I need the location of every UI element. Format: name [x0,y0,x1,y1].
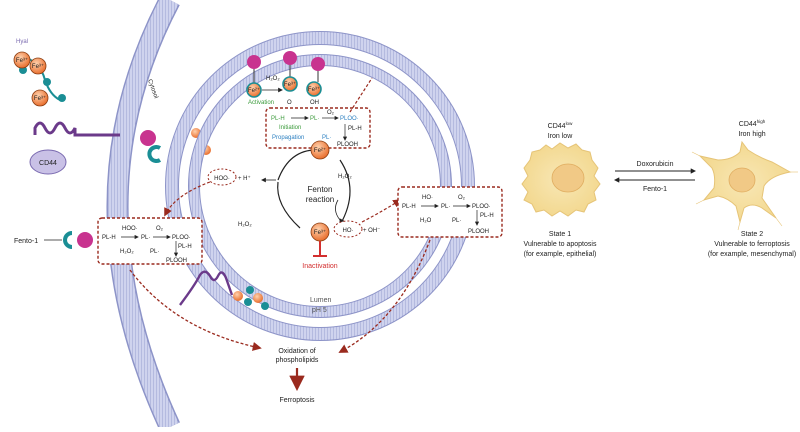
fento1-label: Fento-1 [14,238,38,245]
svg-text:Fe²⁺: Fe²⁺ [314,147,326,154]
state2-iron: Iron high [738,131,765,138]
inactivation-blocker-icon [313,241,327,257]
state1-desc1: Vulnerable to apoptosis [524,241,597,248]
ph-label: pH 5 [312,307,327,314]
hyal-label: Hyal [16,39,28,45]
cd44-receptor-icon [29,121,120,175]
state2-desc2: (for example, mesenchymal) [708,251,796,258]
svg-text:H₂O: H₂O [420,218,432,224]
svg-text:Fe³⁺: Fe³⁺ [308,86,320,93]
svg-text:H₂O₂: H₂O₂ [338,174,352,180]
ho-arrow [361,199,402,223]
svg-text:Fe²⁺: Fe²⁺ [248,87,260,94]
svg-text:PL-H: PL-H [402,204,416,210]
fenton-cycle [277,140,351,242]
svg-text:HO·: HO· [422,195,433,201]
state1-title: State 1 [549,231,571,238]
svg-text:PL·: PL· [310,116,319,122]
svg-text:HOO·: HOO· [122,226,138,232]
svg-text:phospholipids: phospholipids [276,357,319,364]
cd44-label: CD44 [39,160,57,167]
iron-ion-icon [306,81,322,97]
state1-iron: Iron low [548,133,573,140]
iron-ion-icon [13,51,31,69]
svg-text:PLOO·: PLOO· [472,204,491,210]
plasma-membrane [106,0,180,432]
svg-text:PL-H: PL-H [271,116,285,122]
oxidation-arrow-right [338,239,431,353]
svg-text:PL-H: PL-H [480,213,494,219]
svg-text:PLOO·: PLOO· [340,116,359,122]
svg-text:H₂O₂: H₂O₂ [266,76,280,82]
oxidation-label: Oxidation of [278,348,315,355]
ferroptosis-label: Ferroptosis [279,397,315,404]
state2-marker: CD44high [739,119,766,128]
svg-text:Fe³⁺: Fe³⁺ [34,95,46,102]
lumen-label: Lumen [310,297,332,304]
fento1-reverse-label: Fento-1 [643,186,667,193]
svg-text:PL-H: PL-H [102,235,116,241]
svg-text:reaction: reaction [306,195,334,204]
svg-text:Fe³⁺: Fe³⁺ [314,229,326,236]
propagation-label: Propagation [272,135,304,141]
iron-ion-icon [31,89,49,107]
hoo-arrow [164,181,211,217]
fenton-label: Fenton [308,185,333,194]
svg-text:PLOOH: PLOOH [337,142,358,148]
svg-text:PL·: PL· [141,235,150,241]
ho-radical-bubble [333,220,363,238]
lysosome-membrane [165,31,475,341]
svg-text:PLOOH: PLOOH [166,258,187,264]
iron-ion-icon [246,82,262,98]
svg-text:HO·: HO· [343,228,354,234]
state2-title: State 2 [741,231,763,238]
iron-ion-icon [233,291,243,301]
svg-text:PLOO·: PLOO· [172,235,191,241]
initiation-label: Initiation [279,125,301,131]
hyal-iron-cluster: Fe³⁺ Fe³⁺ Fe³⁺ [13,51,66,107]
svg-text:PL-H: PL-H [348,126,362,132]
svg-text:+ H⁺: + H⁺ [238,175,251,182]
cytosol-label: Cytosol [146,79,158,100]
svg-text:H₂O₂: H₂O₂ [238,222,252,228]
svg-text:Fe³⁺: Fe³⁺ [284,81,296,88]
iron-ion-icon [29,57,47,75]
activation-iron-cluster: Fe²⁺ Fe³⁺ Fe³⁺ [246,51,325,98]
activation-label: Activation [248,100,274,106]
svg-text:O₂: O₂ [327,110,335,116]
membrane-link-arrow [349,77,373,113]
svg-text:PL·: PL· [322,135,331,141]
svg-text:PL·: PL· [452,218,461,224]
fento1-membrane-icon [44,231,93,249]
iron-ion-icon [310,140,330,160]
epithelial-cell-icon [521,142,601,217]
doxorubicin-label: Doxorubicin [637,161,674,168]
state1-marker: CD44low [548,121,573,130]
svg-text:Fe³⁺: Fe³⁺ [32,63,44,70]
svg-text:O₂: O₂ [458,195,466,201]
hoo-radical-bubble [207,168,237,186]
state2-desc1: Vulnerable to ferroptosis [714,241,790,248]
svg-text:OH: OH [310,100,319,106]
svg-text:+ OH⁻: + OH⁻ [363,228,380,234]
state1-desc2: (for example, epithelial) [524,251,597,258]
iron-ion-icon [253,293,263,303]
svg-text:H₂O₂: H₂O₂ [120,249,134,255]
svg-text:O₂: O₂ [156,226,164,232]
svg-text:PL·: PL· [441,204,450,210]
fento1-probe-icon [140,130,162,163]
oxidation-arrow-left [129,269,262,351]
svg-text:PL-H: PL-H [178,244,192,250]
svg-text:PL·: PL· [150,249,159,255]
iron-ion-icon [282,76,298,92]
mesenchymal-cell-icon [691,140,798,231]
svg-text:O: O [287,100,292,106]
inactivation-label: Inactivation [302,263,338,270]
svg-text:Fe³⁺: Fe³⁺ [16,57,28,64]
svg-text:HOO·: HOO· [214,176,230,182]
lysosomal-cd44-icon [179,270,269,310]
svg-text:PLOOH: PLOOH [468,229,489,235]
